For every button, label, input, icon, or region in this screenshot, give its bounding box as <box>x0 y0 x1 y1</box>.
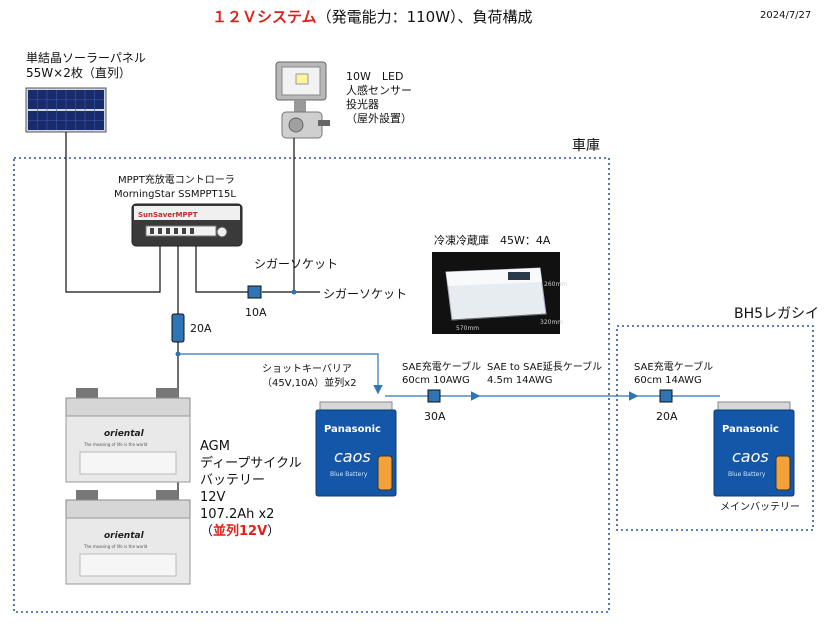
blue-wires <box>178 353 720 401</box>
controller-brand: SunSaverMPPT <box>138 211 198 219</box>
agm-slogan-1: The meaning of life is the world <box>83 442 148 447</box>
agm-slogan-2: The meaning of life is the world <box>83 544 148 549</box>
led-label-1: 10W LED <box>346 70 403 83</box>
fuse-30a-icon <box>427 389 441 403</box>
caos-brand-2: Panasonic <box>722 424 779 435</box>
led-label-4: （屋外設置） <box>346 111 412 125</box>
fuse-20a-car-icon <box>659 389 673 403</box>
sae-ext-label-2: 4.5m 14AWG <box>487 375 552 386</box>
fuse-20a-label: 20A <box>190 322 212 335</box>
agm-label-4: 12V <box>200 490 226 505</box>
agm-label-2: ディープサイクル <box>200 455 302 471</box>
garage-label: 車庫 <box>572 137 600 154</box>
agm-label-5: 107.2Ah x2 <box>200 507 274 522</box>
controller-label-2: MorningStar SSMPPT15L <box>114 189 236 200</box>
page-title: １２Ｖシステム（発電能力：110W）、負荷構成 <box>212 8 533 26</box>
sae-cable-1-label-2: 60cm 10AWG <box>402 375 470 386</box>
solar-label-2: 55W×2枚（直列） <box>26 65 131 80</box>
agm-label-3: バッテリー <box>200 473 265 488</box>
caos-model-1: caos <box>334 447 371 466</box>
agm-battery-1-icon: oriental The meaning of life is the worl… <box>65 388 191 483</box>
controller-label-1: MPPT充放電コントローラ <box>118 173 235 186</box>
agm-brand-1: oriental <box>104 429 145 439</box>
caos-sub-1: Blue Battery <box>330 471 368 478</box>
fuse-20a-car-label: 20A <box>656 410 678 423</box>
agm-brand-2: oriental <box>104 531 145 541</box>
fridge-width: 570mm <box>456 325 479 332</box>
sae-cable-1-label-1: SAE充電ケーブル <box>402 360 481 373</box>
agm-label-1: AGM <box>200 439 230 454</box>
led-label-2: 人感センサー <box>346 84 412 97</box>
solar-panel-icon <box>25 87 107 133</box>
cigar-socket-label-1: シガーソケット <box>254 257 338 271</box>
fuse-10a-icon <box>247 285 262 299</box>
date-label: 2024/7/27 <box>760 10 811 21</box>
solar-label-1: 単結晶ソーラーパネル <box>26 51 146 65</box>
main-battery-label: メインバッテリー <box>720 501 800 513</box>
caos-sub-2: Blue Battery <box>728 471 766 478</box>
led-label-3: 投光器 <box>346 97 379 111</box>
car-label: BH5レガシイ <box>734 306 819 322</box>
fridge-depth: 320mm <box>540 319 563 326</box>
fridge-label: 冷凍冷蔵庫 45W：4A <box>434 233 551 247</box>
led-floodlight-icon <box>275 61 330 139</box>
agm-label-6: （並列12V） <box>200 523 280 539</box>
sae-cable-2-label-1: SAE充電ケーブル <box>634 360 713 373</box>
agm-battery-2-icon: oriental The meaning of life is the worl… <box>65 490 191 585</box>
fuse-30a-label: 30A <box>424 410 446 423</box>
sae-cable-2-label-2: 60cm 14AWG <box>634 375 702 386</box>
schottky-label-1: ショットキーバリア <box>262 363 352 375</box>
schottky-label-2: （45V,10A）並列x2 <box>262 376 357 389</box>
fridge-icon <box>432 252 560 334</box>
caos-battery-car-icon: Panasonic caos Blue Battery <box>713 401 795 497</box>
garage-boundary <box>13 157 610 613</box>
caos-battery-garage-icon: Panasonic caos Blue Battery <box>315 401 397 497</box>
caos-brand-1: Panasonic <box>324 424 381 435</box>
junction-dot <box>291 289 297 295</box>
caos-model-2: caos <box>732 447 769 466</box>
fridge-height: 260mm <box>544 281 567 288</box>
sae-ext-label-1: SAE to SAE延長ケーブル <box>487 360 602 373</box>
fuse-20a-icon <box>171 313 185 343</box>
cigar-socket-label-2: シガーソケット <box>323 287 407 301</box>
fuse-10a-label: 10A <box>245 306 267 319</box>
mppt-controller-icon: SunSaverMPPT <box>131 203 243 247</box>
